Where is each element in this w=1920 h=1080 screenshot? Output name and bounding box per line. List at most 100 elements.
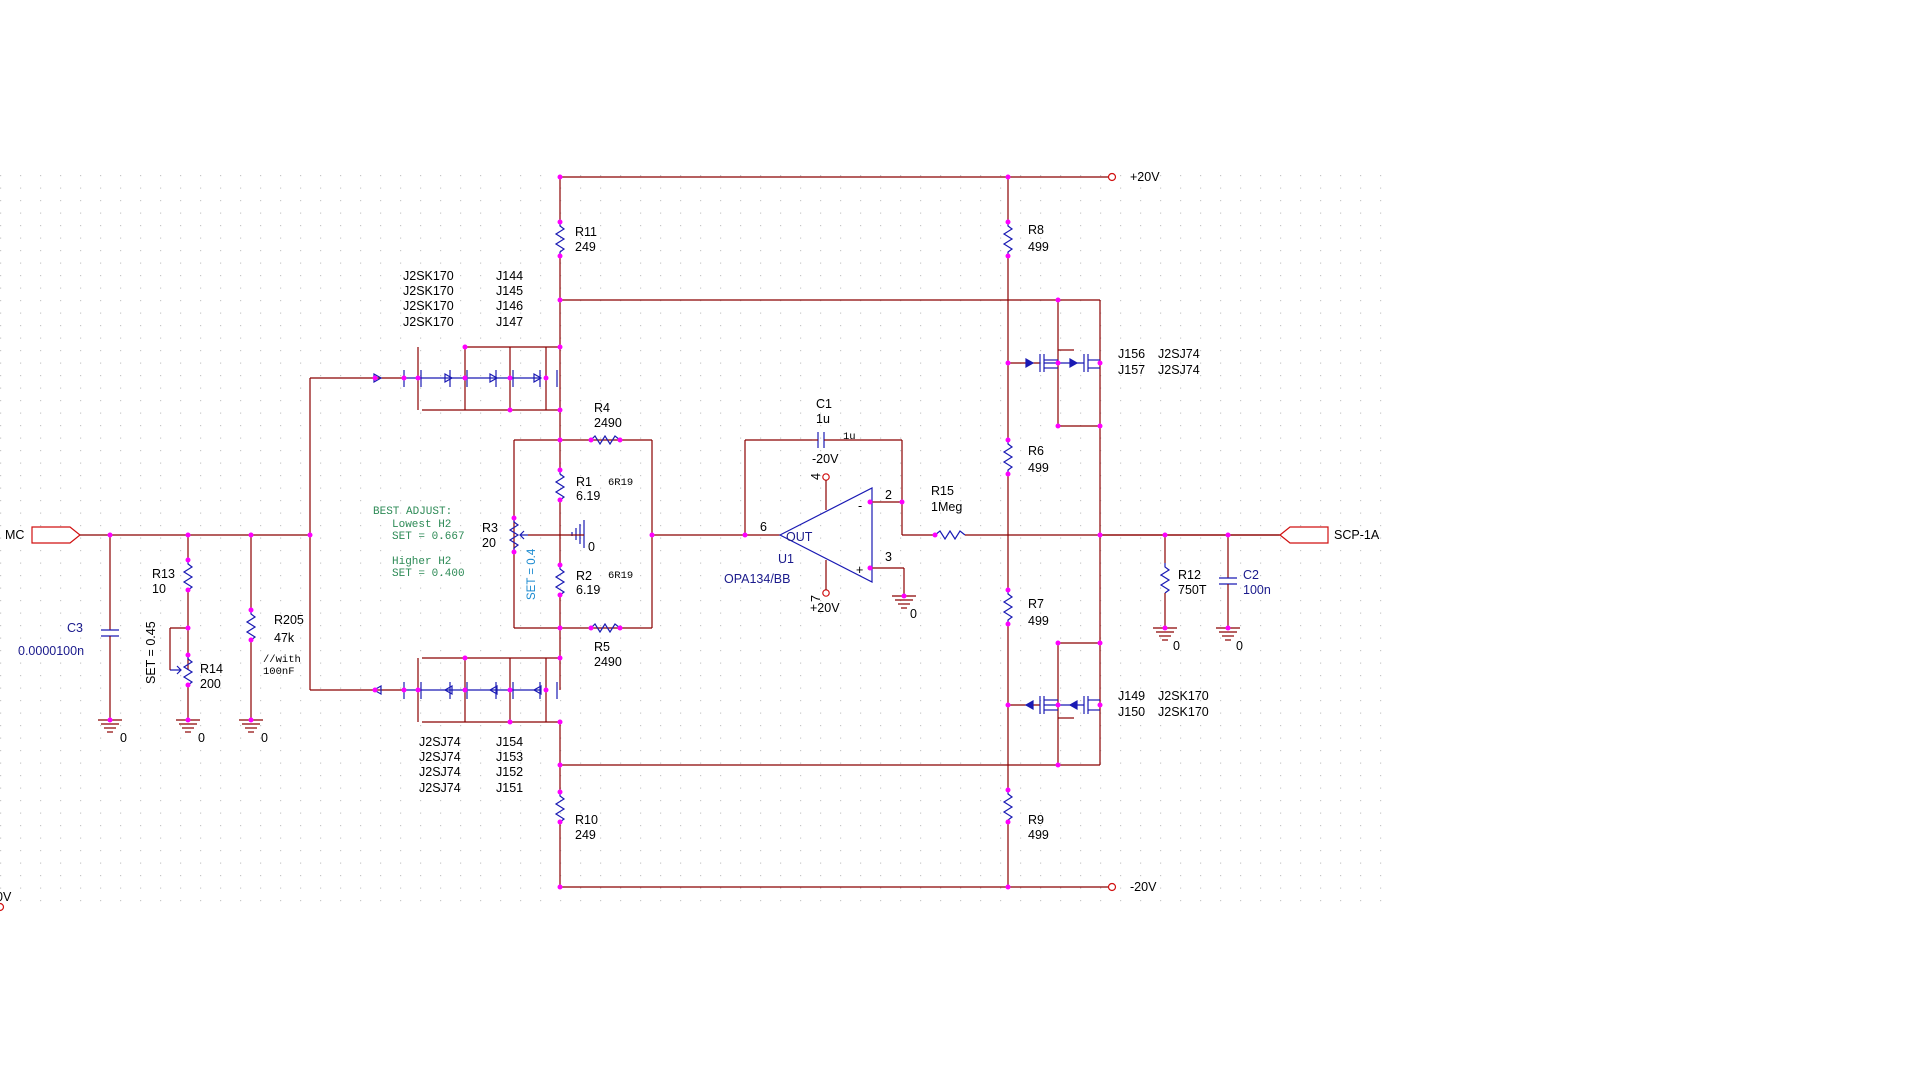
ground-r205-label: 0	[261, 731, 268, 745]
r8-ref: R8	[1028, 223, 1044, 237]
center-ground-label: 0	[588, 540, 595, 554]
resistor-r6[interactable]	[1002, 440, 1014, 474]
resistor-r11[interactable]	[554, 222, 566, 256]
opamp-part: OPA134/BB	[724, 572, 790, 586]
r2-value: 6.19	[576, 583, 600, 597]
opamp-out-label: OUT	[786, 530, 813, 544]
opamp-u1[interactable]	[778, 487, 873, 583]
resistor-r13[interactable]	[182, 560, 194, 591]
opamp-minus: -	[858, 499, 862, 513]
resistor-r10[interactable]	[554, 792, 566, 823]
c2-value: 100n	[1243, 583, 1271, 597]
resistor-r4[interactable]	[590, 434, 621, 446]
top-jfet-ref-2: J146	[496, 299, 523, 313]
opamp-vneg-terminal[interactable]	[822, 473, 830, 481]
c1-ref: C1	[816, 397, 832, 411]
top-jfet-part-0: J2SK170	[403, 269, 454, 283]
resistor-r8[interactable]	[1002, 222, 1014, 256]
input-port-mc[interactable]	[31, 526, 81, 544]
ground-opamp-label: 0	[910, 607, 917, 621]
potentiometer-r3[interactable]	[508, 518, 520, 552]
ground-c3-label: 0	[120, 731, 127, 745]
r11-ref: R11	[575, 225, 597, 239]
r5-value: 2490	[594, 655, 622, 669]
c3-value: 0.0000100n	[18, 644, 84, 658]
pos-rail-terminal[interactable]	[1107, 172, 1117, 182]
right-top-ref-1: J157	[1118, 363, 1145, 377]
potentiometer-r14[interactable]	[182, 655, 194, 686]
r3-set: SET = 0.4	[526, 548, 538, 600]
top-jfet-ref-0: J144	[496, 269, 523, 283]
r13-ref: R13	[152, 567, 175, 581]
ground-r14-label: 0	[198, 731, 205, 745]
r14-value: 200	[200, 677, 221, 691]
resistor-r15[interactable]	[934, 529, 966, 541]
top-jfet-ref-3: J147	[496, 315, 523, 329]
right-top-part-1: J2SJ74	[1158, 363, 1200, 377]
r15-value: 1Meg	[931, 500, 962, 514]
adjust-note-1: BEST ADJUST:	[373, 506, 452, 518]
c1-note: 1u	[843, 431, 856, 443]
r205-value: 47k	[274, 631, 295, 645]
adjust-note-3: SET = 0.667	[392, 531, 465, 543]
top-jfet-part-3: J2SK170	[403, 315, 454, 329]
r205-ref: R205	[274, 613, 304, 627]
r10-ref: R10	[575, 813, 598, 827]
resistor-r12[interactable]	[1159, 563, 1171, 594]
right-bottom-part-1: J2SK170	[1158, 705, 1209, 719]
r7-ref: R7	[1028, 597, 1044, 611]
r4-value: 2490	[594, 416, 622, 430]
adjust-note-5: SET = 0.400	[392, 568, 465, 580]
stray-terminal	[0, 902, 5, 912]
r9-ref: R9	[1028, 813, 1044, 827]
r5-ref: R5	[594, 640, 610, 654]
bottom-jfet-ref-3: J151	[496, 781, 523, 795]
opamp-pin3: 3	[885, 550, 892, 564]
neg-rail-terminal[interactable]	[1107, 882, 1117, 892]
right-top-part-0: J2SJ74	[1158, 347, 1200, 361]
r4-ref: R4	[594, 401, 610, 415]
resistor-r1[interactable]	[554, 470, 566, 501]
r8-value: 499	[1028, 240, 1049, 254]
stray-rail-label: 0V	[0, 890, 12, 904]
r2-ref: R2	[576, 569, 592, 583]
output-port-scp1a[interactable]	[1279, 526, 1329, 544]
opamp-vpos-label: +20V	[810, 601, 840, 615]
opamp-vpos-terminal[interactable]	[822, 589, 830, 597]
r205-note-1: //with	[263, 654, 301, 666]
c2-ref: C2	[1243, 568, 1259, 582]
opamp-pin2: 2	[885, 488, 892, 502]
r6-ref: R6	[1028, 444, 1044, 458]
resistor-r5[interactable]	[590, 622, 621, 634]
bottom-jfet-ref-2: J152	[496, 765, 523, 779]
top-jfet-part-1: J2SK170	[403, 284, 454, 298]
ground-c2-label: 0	[1236, 639, 1243, 653]
right-top-ref-0: J156	[1118, 347, 1145, 361]
right-top-jfets[interactable]	[1025, 354, 1100, 372]
opamp-pin4: 4	[809, 473, 823, 480]
resistor-r205[interactable]	[245, 610, 257, 641]
bottom-jfet-part-2: J2SJ74	[419, 765, 461, 779]
r11-value: 249	[575, 240, 596, 254]
input-port-label: MC	[5, 528, 24, 542]
r9-value: 499	[1028, 828, 1049, 842]
r7-value: 499	[1028, 614, 1049, 628]
bottom-jfet-part-1: J2SJ74	[419, 750, 461, 764]
right-bottom-jfets[interactable]	[1024, 696, 1100, 714]
rail-wires	[559, 176, 1110, 888]
right-bottom-ref-1: J150	[1118, 705, 1145, 719]
bottom-jfet-part-0: J2SJ74	[419, 735, 461, 749]
r13-value: 10	[152, 582, 166, 596]
opamp-pin6: 6	[760, 520, 767, 534]
junction-dots	[107, 174, 1231, 890]
r12-ref: R12	[1178, 568, 1201, 582]
resistor-r7[interactable]	[1002, 590, 1014, 624]
r15-ref: R15	[931, 484, 954, 498]
r3-value: 20	[482, 536, 496, 550]
ground-opamp	[892, 595, 916, 609]
resistor-r9[interactable]	[1002, 790, 1014, 824]
resistor-r2[interactable]	[554, 565, 566, 596]
ground-c2	[1216, 627, 1240, 641]
c3-ref: C3	[67, 621, 83, 635]
